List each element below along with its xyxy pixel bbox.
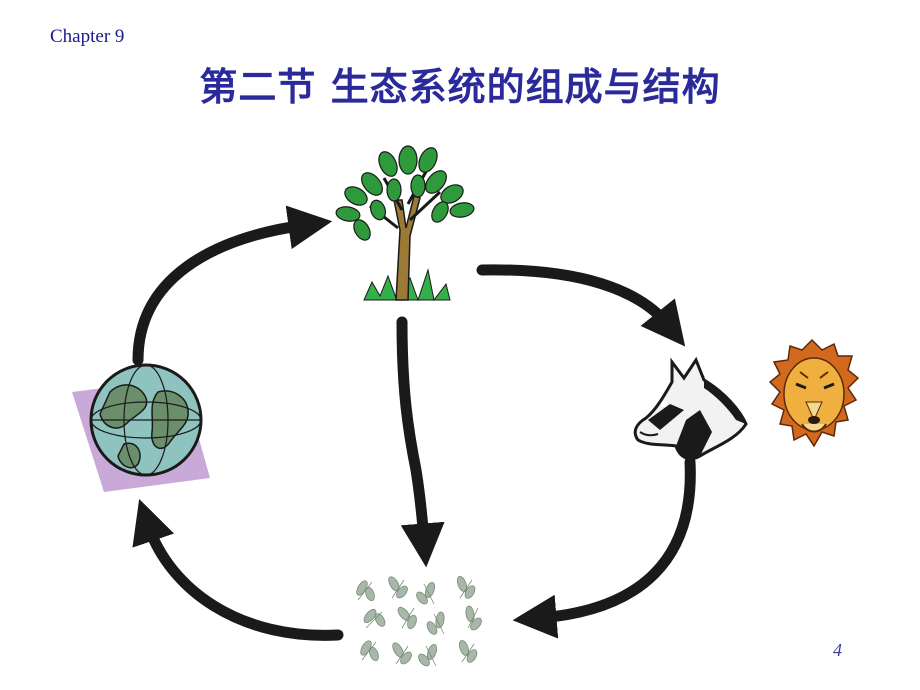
chapter-label: Chapter 9 bbox=[50, 26, 125, 47]
arrow-tree-to-decomposers bbox=[396, 316, 445, 568]
arrow-globe-to-tree bbox=[132, 205, 333, 366]
page-number: 4 bbox=[833, 640, 842, 660]
arrow-tree-to-horse bbox=[476, 264, 686, 347]
arrow-horse-to-decomposers bbox=[512, 456, 696, 639]
tree-icon bbox=[335, 145, 475, 302]
horse-icon bbox=[633, 356, 748, 461]
slide-title: 第二节 生态系统的组成与结构 bbox=[199, 65, 721, 109]
lion-icon bbox=[768, 338, 860, 448]
globe-icon bbox=[72, 363, 210, 492]
decomposer-leaves-icon bbox=[356, 575, 482, 667]
arrow-decomposers-to-globe bbox=[132, 498, 344, 641]
